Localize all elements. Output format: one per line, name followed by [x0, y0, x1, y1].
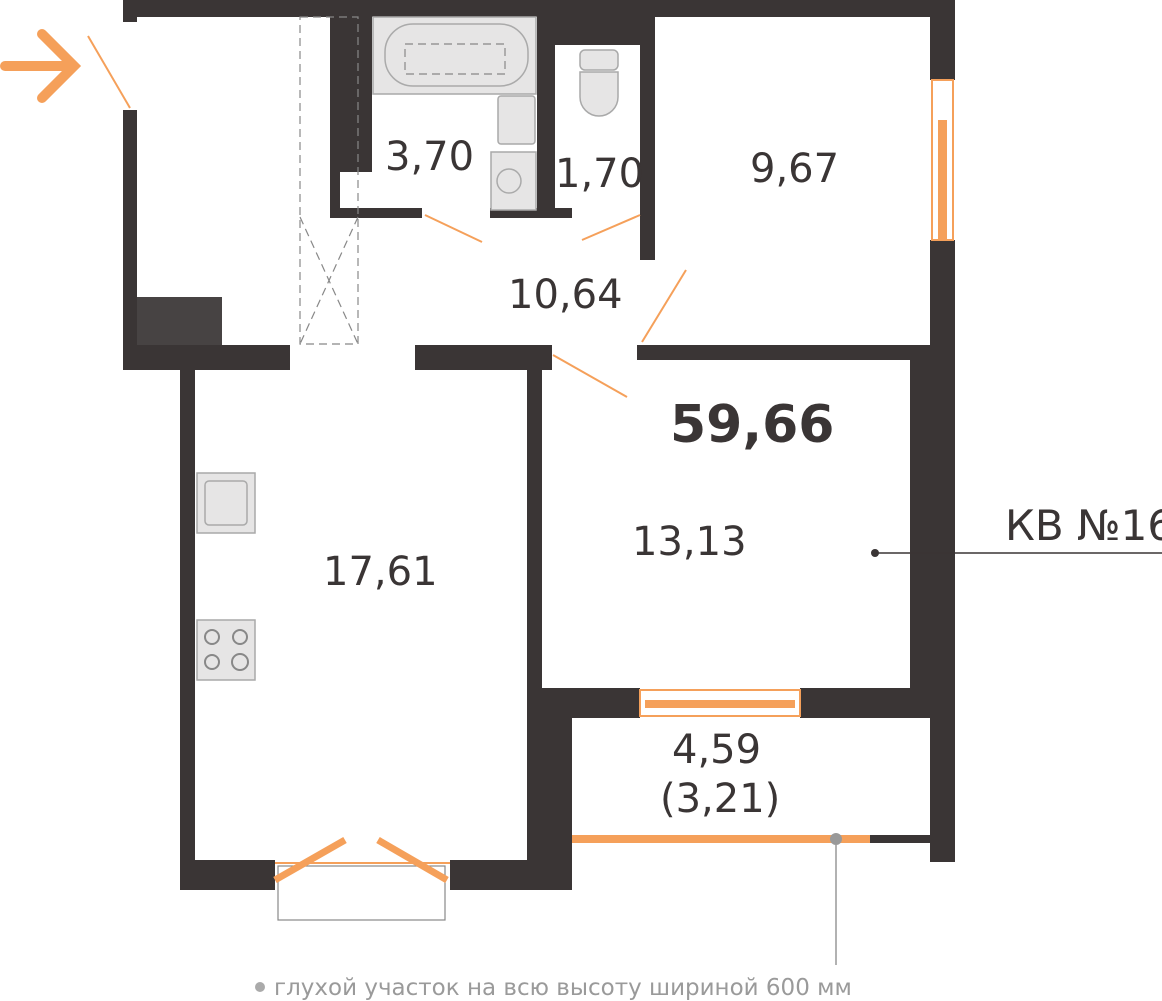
- apartment-label: КВ №16: [1005, 501, 1162, 550]
- total-area: 59,66: [670, 395, 834, 455]
- room-area-kitchen-living: 17,61: [323, 549, 438, 595]
- room-area-bedroom-small: 9,67: [750, 146, 839, 192]
- bathtub: [372, 16, 537, 95]
- stove: [196, 619, 256, 681]
- toilet: [579, 49, 619, 117]
- entry-door-swing: [87, 35, 131, 109]
- door-swings: [424, 214, 687, 398]
- room-area-bedroom: 13,13: [632, 519, 747, 565]
- kitchen-sink: [196, 472, 256, 534]
- room-area-bathroom: 3,70: [385, 134, 474, 180]
- footnote: глухой участок на всю высоту шириной 600…: [274, 975, 852, 1001]
- walls: [123, 0, 955, 890]
- washing-machine: [490, 151, 537, 211]
- shaft: [299, 16, 359, 345]
- room-area-hallway: 10,64: [508, 272, 623, 318]
- arrow-right-icon: [0, 29, 82, 103]
- room-area-balcony-reduced: (3,21): [660, 776, 780, 822]
- room-area-balcony: 4,59: [672, 727, 761, 773]
- footnote-bullet: [255, 982, 265, 992]
- room-area-toilet: 1,70: [555, 151, 644, 197]
- sink: [497, 95, 536, 145]
- windows: [273, 79, 954, 965]
